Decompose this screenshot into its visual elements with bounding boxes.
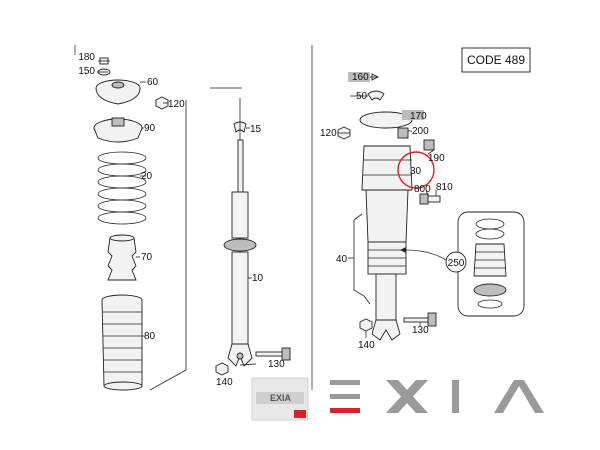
small-logo-badge: EXIA	[251, 377, 309, 421]
part-80-dust-boot	[101, 294, 143, 391]
part-30-bellows	[367, 241, 407, 275]
callout-250: 250	[448, 258, 465, 269]
highlight-circle-30	[397, 151, 435, 189]
part-200-valve	[397, 127, 409, 139]
large-logo	[330, 380, 544, 413]
part-30-lower-tube	[375, 273, 397, 321]
callout-70: 70	[141, 252, 153, 263]
part-60-top-mount	[95, 79, 141, 105]
callout-140-right: 140	[358, 340, 375, 351]
callout-180: 180	[78, 52, 95, 63]
part-130-bolt	[255, 347, 291, 361]
callout-160: 160	[352, 72, 369, 83]
part-180-nut	[98, 57, 110, 65]
callout-120-right: 120	[320, 128, 337, 139]
callout-130-middle: 130	[268, 359, 285, 370]
part-10-piston-rod	[237, 139, 244, 193]
left-assembly: 180 150 60 120 90 20 70 80	[78, 52, 242, 391]
callout-140-middle: 140	[216, 377, 233, 388]
callout-120: 120	[168, 99, 185, 110]
part-50-bracket	[367, 90, 385, 101]
part-140-nut-right	[359, 318, 373, 332]
callout-50: 50	[356, 91, 368, 102]
part-30-air-spring-top	[361, 145, 413, 191]
callout-bubble-250	[445, 251, 467, 273]
callout-20: 20	[141, 171, 153, 182]
callout-40: 40	[336, 254, 348, 265]
callout-800: 800	[414, 184, 431, 195]
part-130-bolt-right	[403, 312, 437, 327]
code-box: CODE 489	[461, 47, 531, 73]
part-40-air-line	[353, 213, 371, 305]
part-90-spring-seat	[93, 117, 143, 143]
part-190-fitting	[423, 139, 435, 151]
callout-80: 80	[144, 331, 156, 342]
right-assembly: 160 50 170 120 200 190 30 800 810 40 250…	[320, 72, 525, 351]
part-20-coil-spring	[97, 151, 147, 225]
part-140-nut	[215, 362, 229, 376]
callout-30: 30	[410, 166, 422, 177]
part-10-damper-upper	[231, 191, 249, 239]
part-800-connector	[419, 193, 429, 205]
part-810-fitting	[427, 195, 441, 203]
part-70-bump-stop	[107, 234, 137, 281]
part-10-damper-tube	[231, 251, 249, 345]
callout-10: 10	[252, 273, 264, 284]
callout-60: 60	[147, 77, 159, 88]
callout-200: 200	[412, 126, 429, 137]
part-30-air-spring-body	[365, 189, 409, 243]
part-160-tag	[348, 72, 370, 82]
callout-150: 150	[78, 66, 95, 77]
callout-170: 170	[410, 111, 427, 122]
callout-810: 810	[436, 182, 453, 193]
callout-190: 190	[428, 153, 445, 164]
middle-assembly: 15 10 140 130	[215, 98, 291, 388]
small-logo-text: EXIA	[270, 393, 292, 403]
part-120-nut	[155, 96, 169, 110]
code-label: CODE 489	[467, 53, 525, 67]
callout-130-right: 130	[412, 325, 429, 336]
callout-15: 15	[250, 124, 262, 135]
detail-box-250	[457, 211, 525, 317]
callout-90: 90	[144, 123, 156, 134]
